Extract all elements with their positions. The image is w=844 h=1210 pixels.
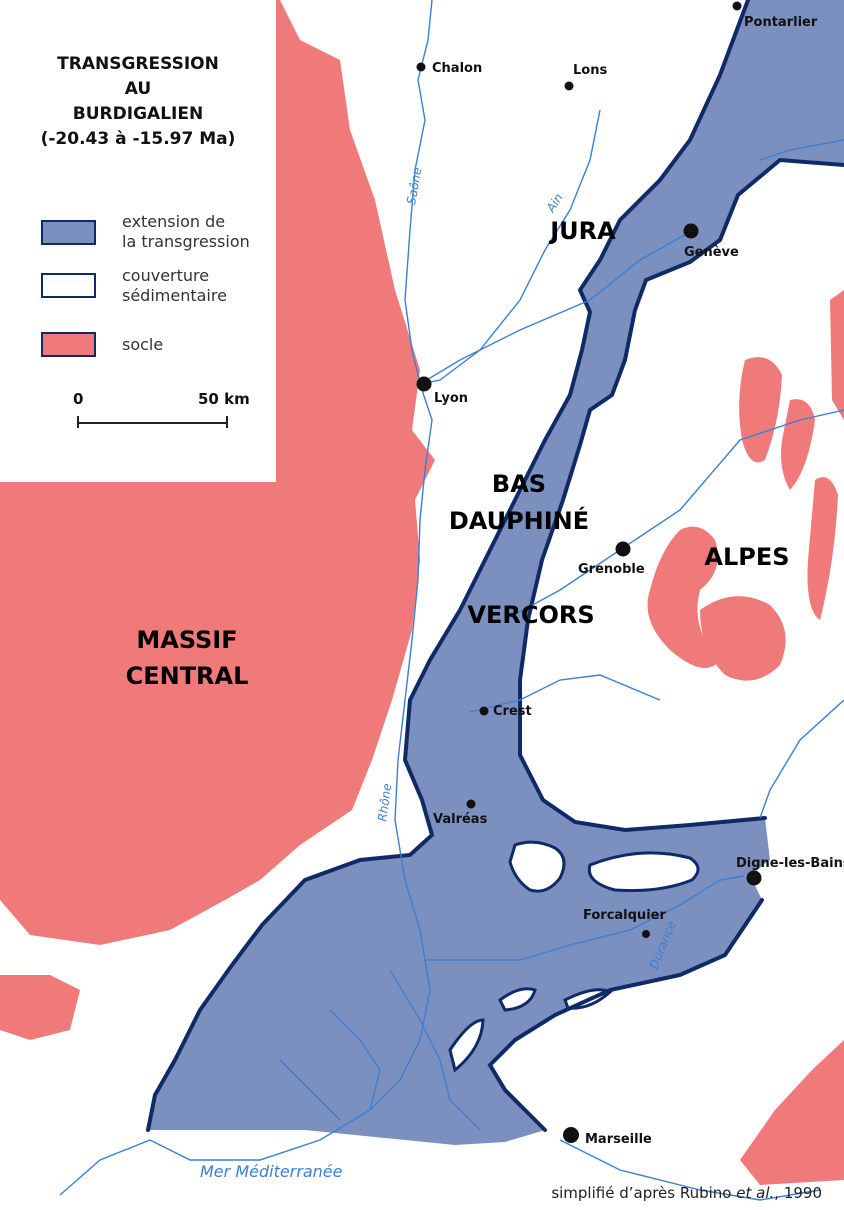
legend-swatch-transgression — [41, 220, 96, 245]
rhone-upper — [419, 231, 691, 385]
credit-prefix: simplifié d’après Rubino — [551, 1184, 737, 1202]
region-massif-central-2: CENTRAL — [126, 662, 249, 690]
alpes-socle-6 — [830, 290, 844, 420]
credit-etal: et al. — [736, 1184, 775, 1202]
region-massif-central-1: MASSIF — [136, 626, 237, 654]
legend-title-line-3: BURDIGALIEN — [72, 104, 204, 124]
city-geneve: Genève — [684, 245, 739, 260]
alpes-socle-1 — [647, 526, 720, 668]
drome-river — [469, 674, 661, 713]
saone-river — [404, 0, 433, 384]
city-chalon: Chalon — [432, 61, 482, 76]
city-grenoble: Grenoble — [578, 562, 645, 577]
legend-panel: TRANSGRESSION AU BURDIGALIEN (-20.43 à -… — [0, 0, 276, 482]
valreas-dot — [466, 799, 476, 809]
tributary-6 — [759, 139, 844, 161]
durance-river — [425, 875, 745, 961]
legend-swatch-couverture — [41, 273, 96, 298]
legend-label-transgression: extension de la transgression — [122, 212, 250, 252]
label-saone: Saône — [404, 166, 424, 205]
pontarlier-dot — [732, 1, 742, 11]
alpes-socle-5 — [807, 477, 838, 620]
city-marseille: Marseille — [585, 1132, 652, 1147]
island-5 — [448, 1018, 485, 1073]
scale-tick-end — [226, 416, 228, 428]
tributary-2 — [389, 969, 481, 1131]
legend-label-transgression-2: la transgression — [122, 232, 250, 251]
legend-title-line-1: TRANSGRESSION — [57, 54, 219, 74]
region-alpes: ALPES — [704, 543, 789, 571]
legend-label-socle: socle — [122, 335, 164, 354]
legend-label-transgression-1: extension de — [122, 212, 226, 231]
lyon-dot — [416, 376, 432, 392]
alpes-socle-4 — [781, 399, 815, 490]
southeast-socle — [740, 1040, 844, 1185]
city-valreas: Valréas — [433, 812, 488, 827]
city-crest: Crest — [493, 704, 532, 719]
forcalquier-dot — [642, 930, 650, 938]
geneve-dot — [683, 223, 699, 239]
grenoble-dot — [615, 541, 631, 557]
label-rhone: Rhône — [375, 783, 394, 823]
island-1 — [508, 840, 566, 893]
isere-river — [504, 409, 844, 621]
alpes-socle-3 — [739, 357, 782, 463]
scale-end: 50 km — [198, 390, 250, 408]
legend-label-couverture: couverture sédimentaire — [122, 266, 227, 306]
legend-title-line-4: (-20.43 à -15.97 Ma) — [40, 129, 236, 149]
legend-label-couverture-2: sédimentaire — [122, 286, 227, 305]
scale-tick-start — [77, 416, 79, 428]
cities: Pontarlier Chalon Lons Genève Lyon Greno… — [416, 1, 844, 1147]
scale-start: 0 — [73, 390, 84, 408]
label-ain: Ain — [543, 191, 566, 216]
transgression-boundary — [146, 0, 844, 1132]
rhone-river — [59, 383, 433, 1196]
region-vercors: VERCORS — [467, 601, 594, 629]
alpes-socle-2 — [700, 596, 786, 681]
legend-swatch-socle — [41, 332, 96, 357]
rivers — [59, 0, 844, 1201]
tributary-1 — [329, 1009, 381, 1111]
chalon-dot — [416, 62, 426, 72]
city-pontarlier: Pontarlier — [744, 15, 818, 30]
legend-title: TRANSGRESSION AU BURDIGALIEN (-20.43 à -… — [16, 52, 260, 152]
southwest-socle — [0, 975, 80, 1040]
city-lyon: Lyon — [434, 391, 468, 406]
marseille-dot — [563, 1127, 579, 1143]
digne-dot — [746, 870, 762, 886]
city-lons: Lons — [573, 63, 607, 78]
crest-dot — [479, 706, 489, 716]
city-forcalquier: Forcalquier — [583, 908, 666, 923]
tributary-4 — [559, 1139, 821, 1201]
tributary-3 — [279, 1059, 341, 1121]
island-2 — [587, 851, 700, 893]
source-credit: simplifié d’après Rubino et al., 1990 — [551, 1184, 822, 1202]
tributary-5 — [759, 699, 844, 819]
scale-bar — [78, 422, 228, 424]
credit-suffix: , 1990 — [774, 1184, 822, 1202]
region-jura: JURA — [548, 217, 616, 245]
label-sea: Mer Méditerranée — [200, 1162, 343, 1181]
island-3 — [498, 987, 537, 1012]
west-socle-islet — [0, 840, 28, 880]
lons-dot — [564, 81, 574, 91]
city-digne: Digne-les-Bains — [736, 856, 844, 871]
region-bas-dauphine-1: BAS — [492, 470, 546, 498]
legend-title-line-2: AU — [124, 79, 152, 99]
legend-label-couverture-1: couverture — [122, 266, 210, 285]
ain-river — [419, 109, 601, 385]
region-bas-dauphine-2: DAUPHINÉ — [449, 506, 589, 535]
